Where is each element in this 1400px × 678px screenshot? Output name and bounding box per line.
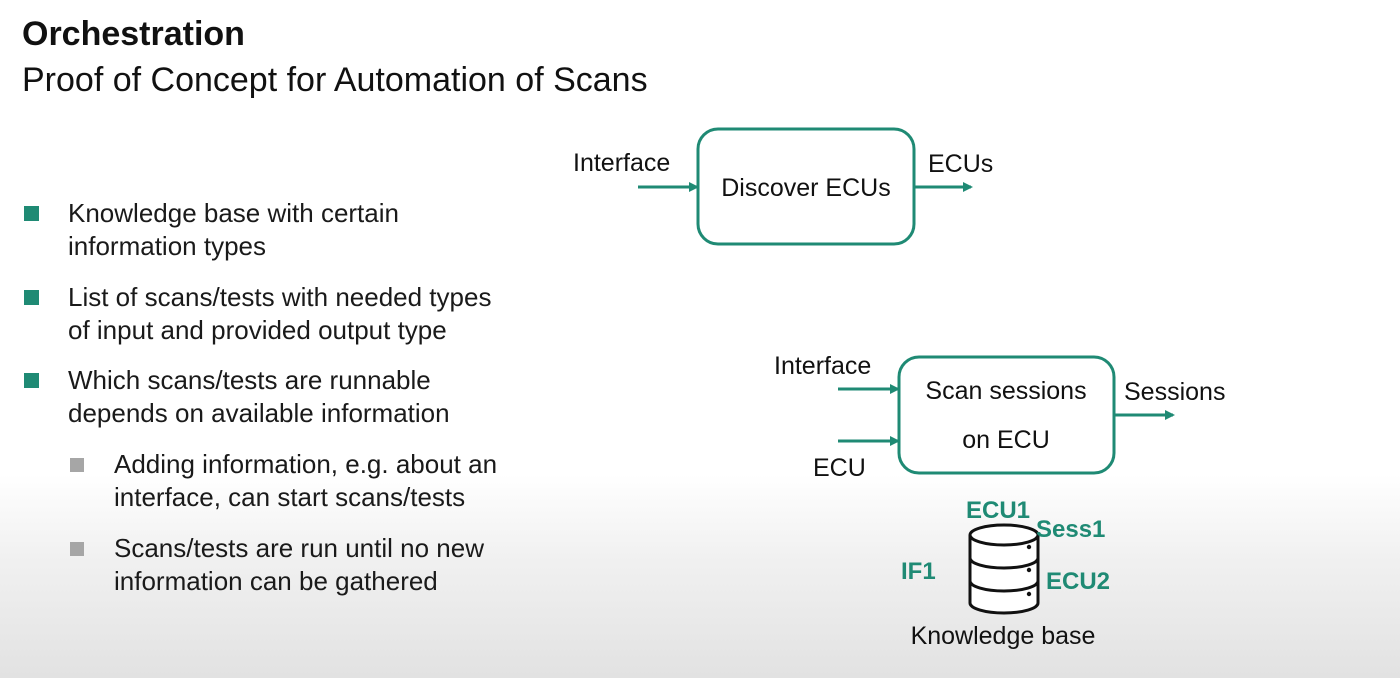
kb-tag-sess1: Sess1 [1036,516,1105,543]
kb-tag-ecu2: ECU2 [1046,568,1110,595]
knowledge-base-block: ECU1 Sess1 IF1 ECU2 Knowledge base [901,497,1110,650]
scan-input2-label: ECU [813,454,866,482]
scan-input1-label: Interface [774,352,871,380]
discover-ecus-label: Discover ECUs [721,174,890,202]
bullet-marker [24,373,39,388]
discover-output-label: ECUs [928,150,993,178]
bullet-marker [24,206,39,221]
sub-bullet-marker [70,458,84,472]
scan-sessions-box [897,355,1116,475]
slide-subtitle: Proof of Concept for Automation of Scans [22,61,648,99]
kb-tag-if1: IF1 [901,558,936,585]
database-icon [968,523,1040,615]
bullet-marker [24,290,39,305]
scan-output-label: Sessions [1124,378,1225,406]
scan-sessions-label-line2: on ECU [962,426,1050,454]
scan-sessions-label-line1: Scan sessions [925,377,1086,405]
discover-ecus-block: Interface Discover ECUs ECUs [573,127,993,246]
slide-title: Orchestration [22,15,245,53]
scan-sessions-block: Interface ECU Scan sessions on ECU Sessi… [774,352,1225,482]
sub-bullet-marker [70,542,84,556]
knowledge-base-label: Knowledge base [911,622,1096,650]
kb-tag-ecu1: ECU1 [966,497,1030,524]
discover-input-label: Interface [573,149,670,177]
